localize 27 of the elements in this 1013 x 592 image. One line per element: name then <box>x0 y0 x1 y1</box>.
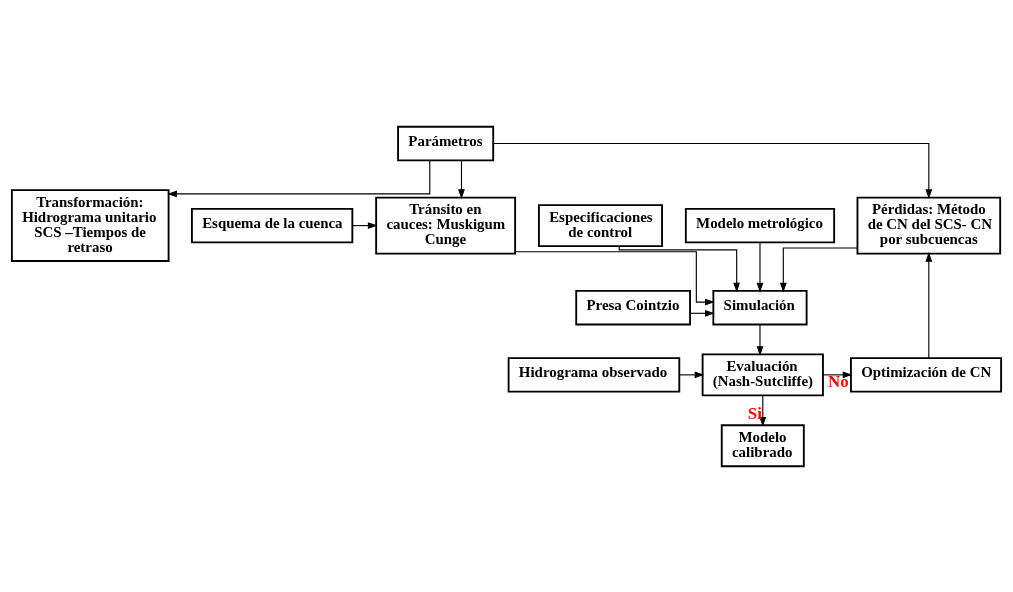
node-box: Presa Cointzio <box>575 289 691 325</box>
arrow <box>678 370 705 378</box>
arrow <box>759 394 767 427</box>
node-box: Evaluación (Nash-Sutcliffe) <box>701 352 824 396</box>
edge-label: No <box>828 371 849 391</box>
arrow <box>925 251 933 359</box>
node-box: Simulación <box>712 289 808 325</box>
arrow <box>167 159 431 197</box>
node-box: Esquema de la cuenca <box>190 207 354 243</box>
arrow <box>779 246 858 292</box>
node-box: Modelo metrológico <box>684 207 836 243</box>
arrow <box>618 245 741 292</box>
node-box: Optimización de CN <box>850 356 1003 393</box>
edge-label: Si <box>747 403 762 423</box>
node-box: Modelo calibrado <box>720 423 805 467</box>
arrow <box>756 241 764 292</box>
arrow <box>514 250 715 305</box>
arrow <box>458 159 465 199</box>
arrow <box>822 370 853 378</box>
node-box: Pérdidas: Método de CN del SCS- CN por subcuencas <box>856 196 1002 255</box>
arrow <box>492 142 933 199</box>
node-box: Tránsito en cauces: Muskigum Cunge <box>375 196 517 255</box>
node-box: Parámetros <box>397 125 495 161</box>
node-box: Transformación: Hidrograma unitario SCS –Tiempos de retraso <box>10 188 170 262</box>
node-box: Especificaciones de control <box>537 203 663 247</box>
arrow <box>756 323 764 356</box>
node-box: Hidrograma observado <box>507 356 681 393</box>
